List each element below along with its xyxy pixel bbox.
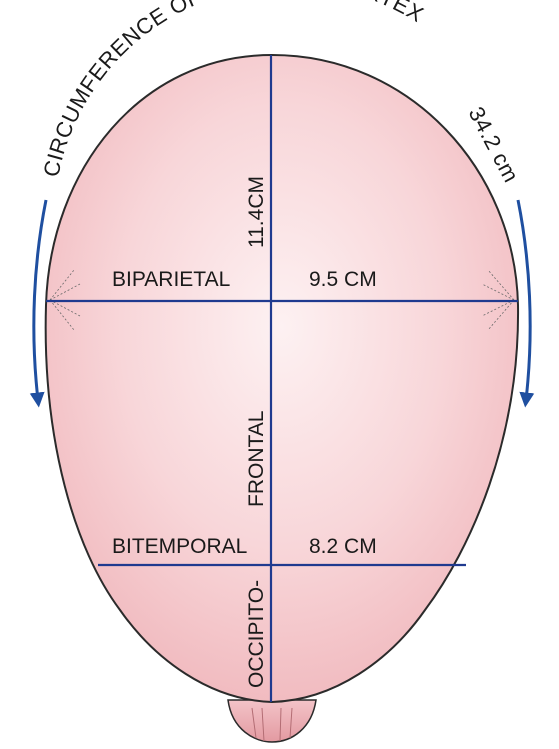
right-circumference-arrow [516,199,535,408]
frontal-label: FRONTAL [245,411,268,507]
neck-crease [289,707,293,739]
biparietal-value: 9.5 CM [309,268,377,291]
biparietal-label: BIPARIETAL [112,268,230,291]
neck-crease [279,707,282,742]
neck-crease [261,707,265,742]
head-outline [44,53,520,704]
vertical-top-measure-label: 11.4CM [245,176,268,248]
left-circumference-arrow [29,199,48,408]
left-parietal-marks [49,269,81,331]
bitemporal-value: 8.2 CM [309,535,377,558]
neck-crease [251,707,257,739]
neck-shape [227,699,317,743]
right-parietal-marks [481,269,515,331]
bitemporal-label: BITEMPORAL [112,535,247,558]
occipito-label: OCCIPITO- [245,580,268,688]
